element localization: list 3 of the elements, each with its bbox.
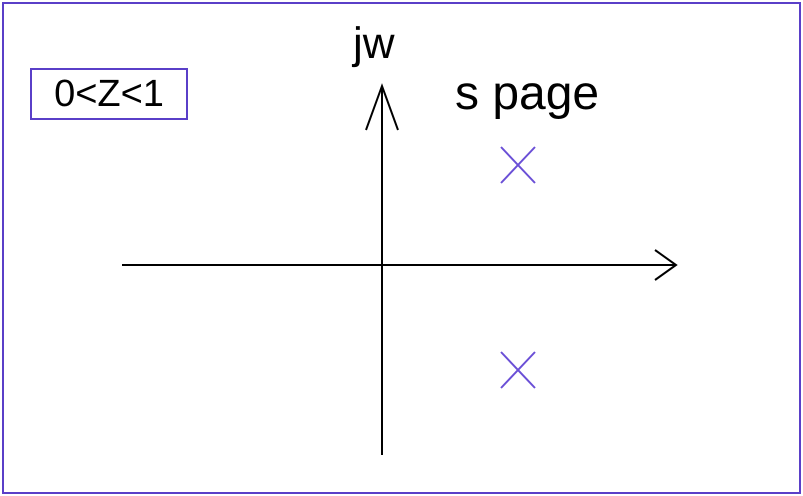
axis-label: jw: [353, 22, 395, 66]
plane-label: s page: [455, 70, 600, 118]
damping-ratio-box: 0<Z<1: [30, 68, 188, 120]
